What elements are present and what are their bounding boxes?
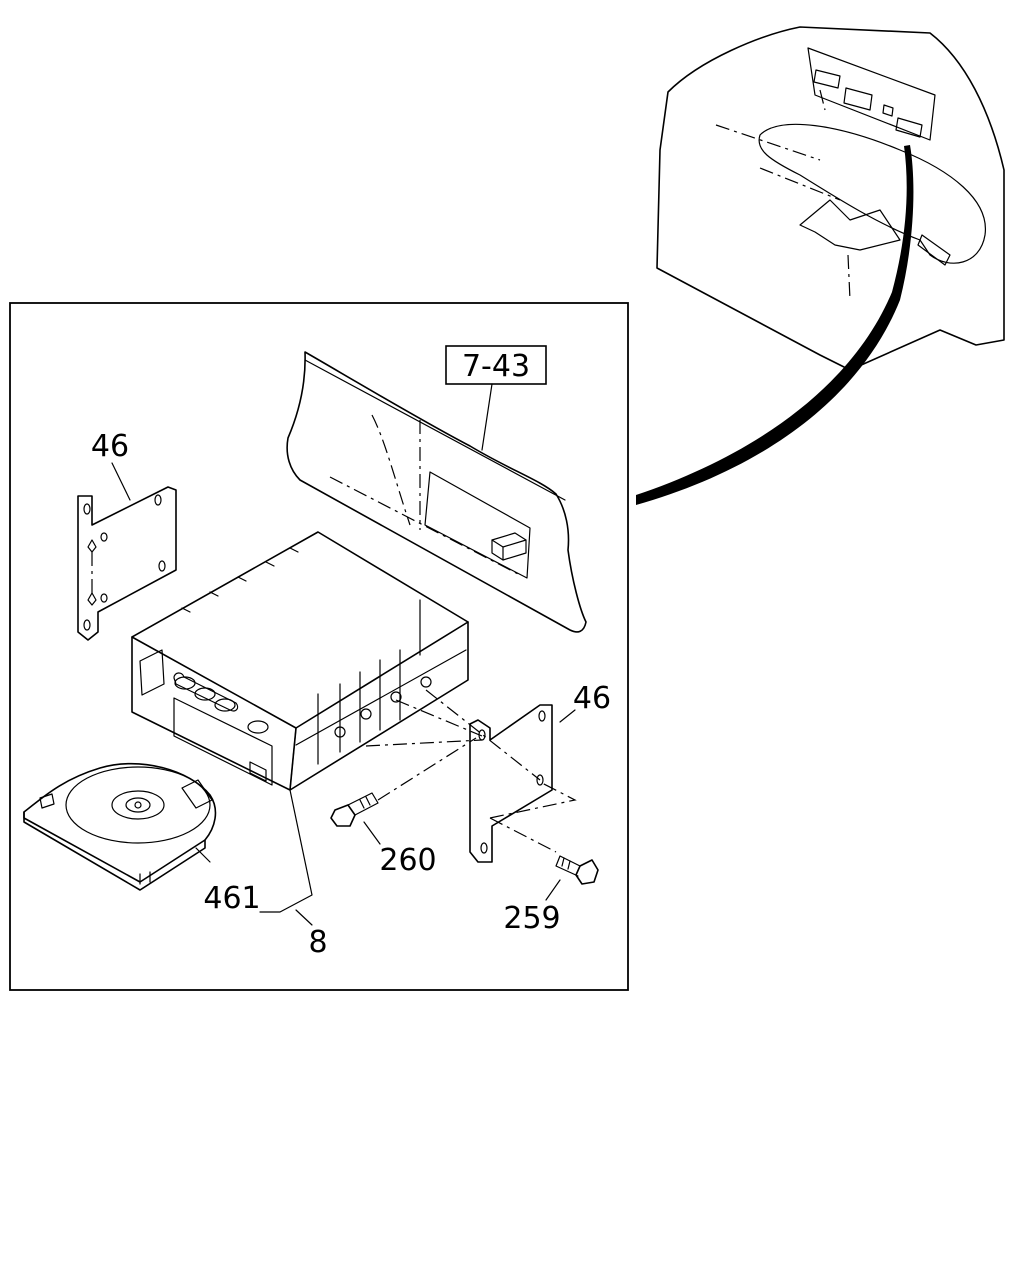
- vehicle-interior-inset: [636, 26, 1005, 505]
- dashboard-panel: [286, 351, 587, 633]
- callout-46-right: 46: [573, 681, 611, 716]
- callout-259: 259: [503, 901, 560, 936]
- disc-tray: 461: [23, 762, 261, 916]
- audio-unit: [131, 531, 469, 791]
- mounting-guides: [365, 689, 577, 853]
- detail-frame: [9, 302, 629, 991]
- bolt-259: 259: [503, 855, 599, 936]
- callout-260: 260: [379, 843, 436, 878]
- left-bracket: 46: [77, 429, 177, 641]
- assembly-callout: 8: [259, 789, 328, 960]
- bolt-260: 260: [330, 737, 477, 878]
- ref-box-label: 7-43: [462, 349, 530, 384]
- callout-461: 461: [203, 881, 260, 916]
- callout-8: 8: [308, 925, 327, 960]
- ref-box-7-43: 7-43: [445, 345, 547, 451]
- callout-46-left: 46: [91, 429, 129, 464]
- right-bracket: 46: [469, 681, 611, 863]
